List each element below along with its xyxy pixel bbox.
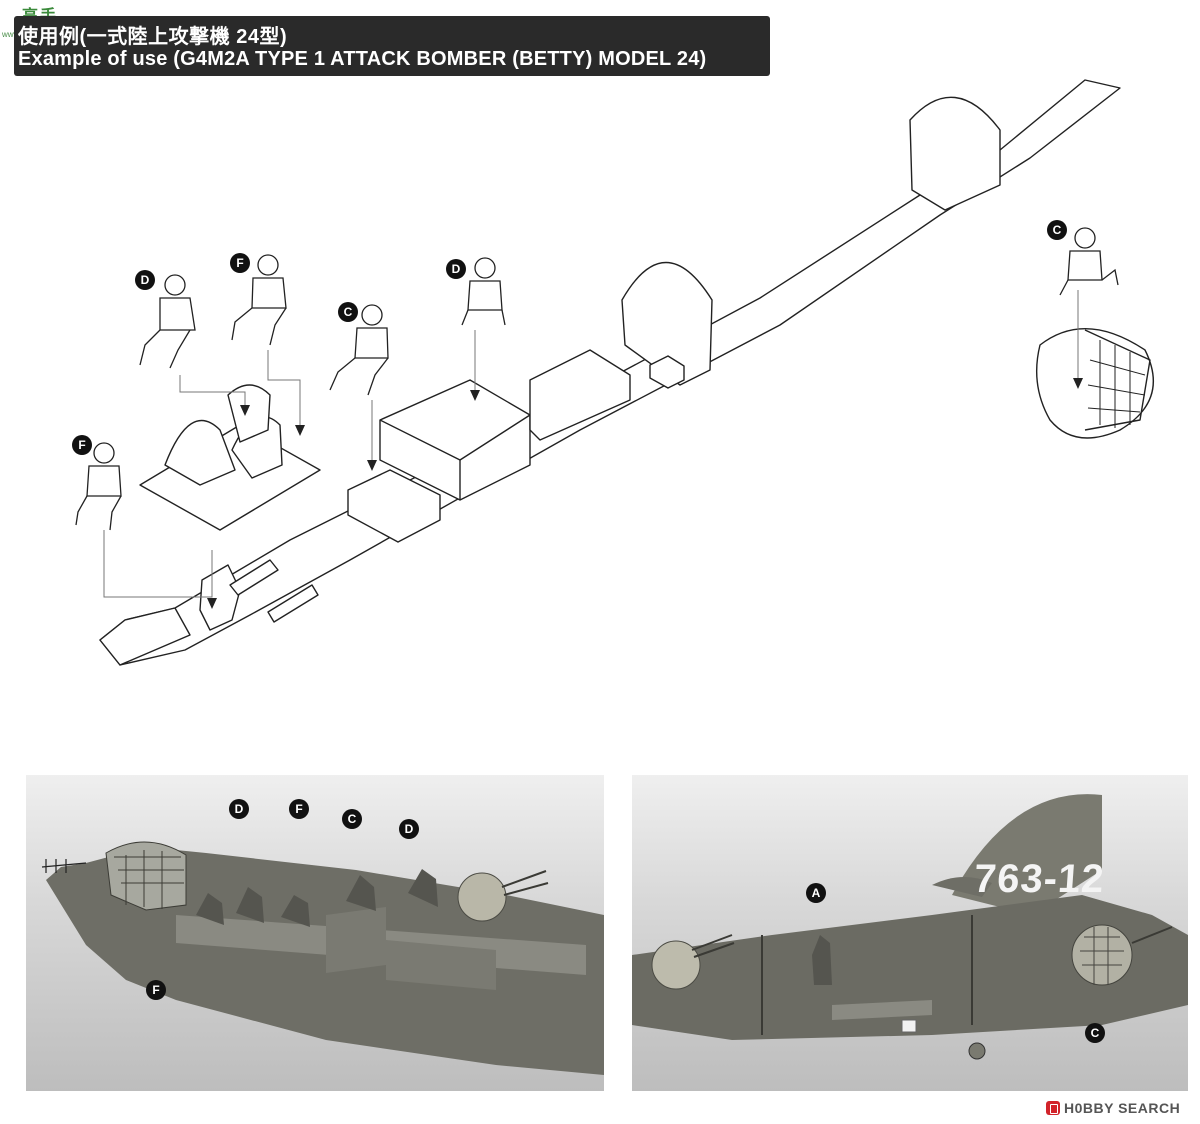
footer-brand: H0BBY SEARCH — [1064, 1100, 1181, 1116]
figure-c-mid — [329, 304, 389, 396]
photo-left-fuselage: D F C D F — [26, 775, 604, 1091]
figure-c-tail — [1059, 227, 1119, 296]
tail-cone — [1035, 328, 1154, 439]
arrow-3 — [367, 460, 377, 471]
photo-left-badge-d2: D — [399, 819, 419, 839]
fuselage-cutaway-right — [632, 794, 1188, 1060]
figure-d-right — [461, 257, 506, 326]
equipment-box-large — [379, 379, 531, 501]
equipment-box-small — [649, 355, 685, 389]
hobby-search-logo-icon — [1046, 1101, 1060, 1115]
badge-c-mid: C — [338, 302, 358, 322]
site-footer: H0BBY SEARCH — [1046, 1098, 1180, 1118]
arrow-5 — [207, 598, 217, 609]
seat-back-upper — [227, 384, 271, 443]
arrow-2 — [295, 425, 305, 436]
cannon-barrel-2 — [267, 584, 319, 623]
mid-bulkhead — [621, 262, 713, 386]
assembly-diagram — [75, 79, 1154, 666]
rear-bulkhead — [909, 96, 1001, 211]
badge-c-tail: C — [1047, 220, 1067, 240]
fuselage-cutaway-left — [41, 841, 604, 1075]
badge-f-left: F — [72, 435, 92, 455]
figure-f-left — [75, 442, 122, 531]
tail-number: 763-12 — [972, 857, 1107, 901]
photo-right-badge-c1: C — [1085, 1023, 1105, 1043]
nose-plate — [99, 607, 191, 666]
equipment-box-low — [347, 469, 441, 543]
badge-d-right: D — [446, 259, 466, 279]
photo-left-badge-f2: F — [146, 980, 166, 1000]
nose-turret — [199, 564, 241, 631]
arrow-6 — [1073, 378, 1083, 389]
header-bar — [14, 16, 770, 76]
arrow-4 — [470, 390, 480, 401]
cannon-barrel-1 — [229, 559, 279, 596]
badge-d-left: D — [135, 270, 155, 290]
photo-right-badge-a1: A — [806, 883, 826, 903]
leader-line-d-left — [179, 375, 246, 410]
page-title-english: Example of use (G4M2A TYPE 1 ATTACK BOMB… — [18, 48, 707, 70]
photo-left-badge-d1: D — [229, 799, 249, 819]
photo-left-badge-c1: C — [342, 809, 362, 829]
seat-left — [164, 419, 236, 486]
photo-left-badge-f1: F — [289, 799, 309, 819]
photo-right-fuselage: 763-12 A C — [632, 775, 1188, 1091]
leader-line-f-left — [103, 530, 213, 598]
arrow-1 — [240, 405, 250, 416]
figure-f-mid — [231, 254, 287, 346]
leader-line-f-mid — [267, 350, 301, 430]
cockpit-deck — [139, 424, 321, 531]
badge-f-mid: F — [230, 253, 250, 273]
figure-d-left — [139, 274, 196, 369]
page-title-japanese: 使用例(一式陸上攻撃機 24型) — [18, 26, 288, 48]
equipment-box-rear — [529, 349, 631, 441]
